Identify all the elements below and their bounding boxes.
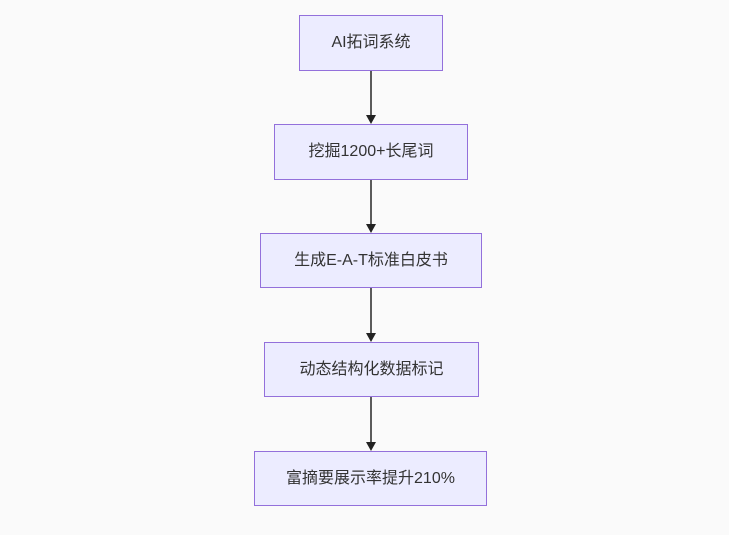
arrow-line	[370, 288, 372, 333]
arrow-down-icon	[366, 442, 376, 451]
arrow-line	[370, 397, 372, 442]
arrow-down-icon	[366, 333, 376, 342]
arrow-down-icon	[366, 115, 376, 124]
flow-node-rich-snippet-result: 富摘要展示率提升210%	[254, 451, 487, 506]
flow-node-label: 富摘要展示率提升210%	[286, 469, 455, 487]
flow-node-ai-keyword-system: AI拓词系统	[299, 15, 443, 71]
flow-node-label: AI拓词系统	[331, 34, 411, 52]
flow-node-longtail-mining: 挖掘1200+长尾词	[274, 124, 468, 180]
flow-node-label: 动态结构化数据标记	[299, 360, 444, 378]
flow-arrow-4	[366, 397, 376, 451]
flow-node-label: 生成E-A-T标准白皮书	[294, 251, 448, 269]
arrow-down-icon	[366, 224, 376, 233]
flow-node-eat-whitepaper: 生成E-A-T标准白皮书	[260, 233, 482, 288]
flow-arrow-1	[366, 71, 376, 124]
arrow-line	[370, 71, 372, 115]
flow-node-label: 挖掘1200+长尾词	[308, 143, 434, 161]
flow-arrow-2	[366, 180, 376, 233]
flow-node-structured-data-markup: 动态结构化数据标记	[264, 342, 479, 397]
arrow-line	[370, 180, 372, 224]
flow-arrow-3	[366, 288, 376, 342]
